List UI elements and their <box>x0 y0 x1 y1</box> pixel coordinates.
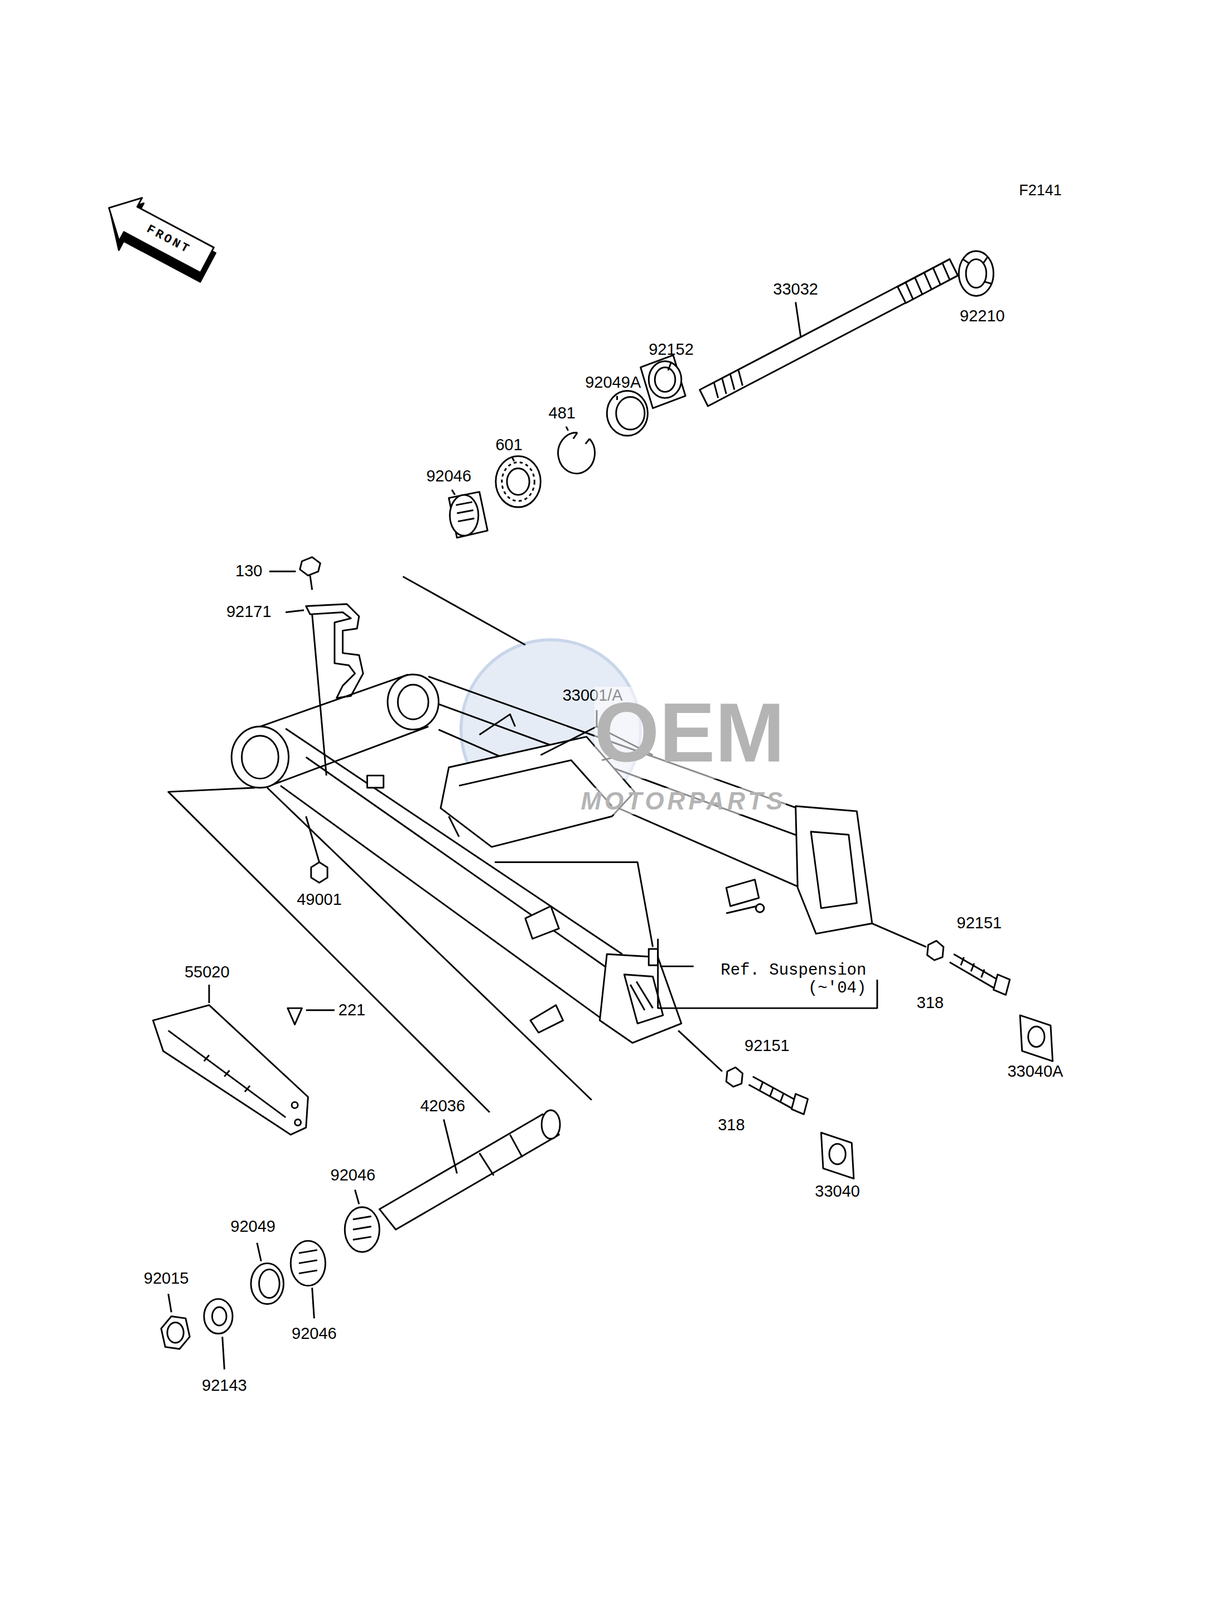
seal <box>606 390 648 436</box>
reference-bracket <box>494 862 878 1009</box>
callout-number: 49001 <box>296 890 342 909</box>
callout-number: 92151 <box>744 1036 790 1055</box>
callout-number: 92046 <box>291 1324 337 1343</box>
callout-number: 33040A <box>1007 1062 1063 1081</box>
chain-guard <box>152 984 335 1135</box>
ball-bearing <box>495 456 541 507</box>
callout-number: 318 <box>717 1115 745 1134</box>
callout-number: 130 <box>235 562 263 580</box>
chain-adjuster <box>678 1030 854 1178</box>
callout-number: 92046 <box>426 467 472 486</box>
callout-number: 92210 <box>959 307 1005 326</box>
callout-number: 92151 <box>956 914 1003 932</box>
callout-number: 601 <box>495 436 522 454</box>
callout-number: 92143 <box>201 1376 248 1395</box>
swingarm <box>231 674 873 1043</box>
callout-number: 42036 <box>419 1096 466 1115</box>
reference-note: Ref. Suspension (~'04) <box>704 961 867 998</box>
nut <box>958 250 994 296</box>
nut <box>306 815 328 883</box>
chain-adjuster <box>872 922 1053 1061</box>
watermark: MOTORPARTS <box>580 787 786 815</box>
callout-number: 481 <box>548 404 576 423</box>
callout-number: 92152 <box>648 340 694 359</box>
callout-number: 318 <box>916 993 944 1012</box>
callout-number: 92046 <box>330 1166 376 1184</box>
callout-number: 221 <box>338 1001 366 1019</box>
pivot-parts <box>161 1109 560 1370</box>
watermark: OEM <box>594 686 786 779</box>
callout-number: 33040 <box>814 1182 860 1201</box>
flange-collar <box>640 355 686 409</box>
figure-code: F2141 <box>1018 182 1062 200</box>
circlip <box>558 426 596 474</box>
axle <box>699 259 959 406</box>
front-arrow <box>93 186 223 291</box>
callout-number: 92171 <box>226 602 272 621</box>
callout-number: 55020 <box>184 963 230 981</box>
callout-number: 33032 <box>772 280 819 299</box>
callout-number: 92049 <box>230 1217 276 1236</box>
callout-number: 92049A <box>585 373 641 392</box>
needle-bearing <box>402 489 525 645</box>
callout-number: 92015 <box>143 1269 190 1288</box>
